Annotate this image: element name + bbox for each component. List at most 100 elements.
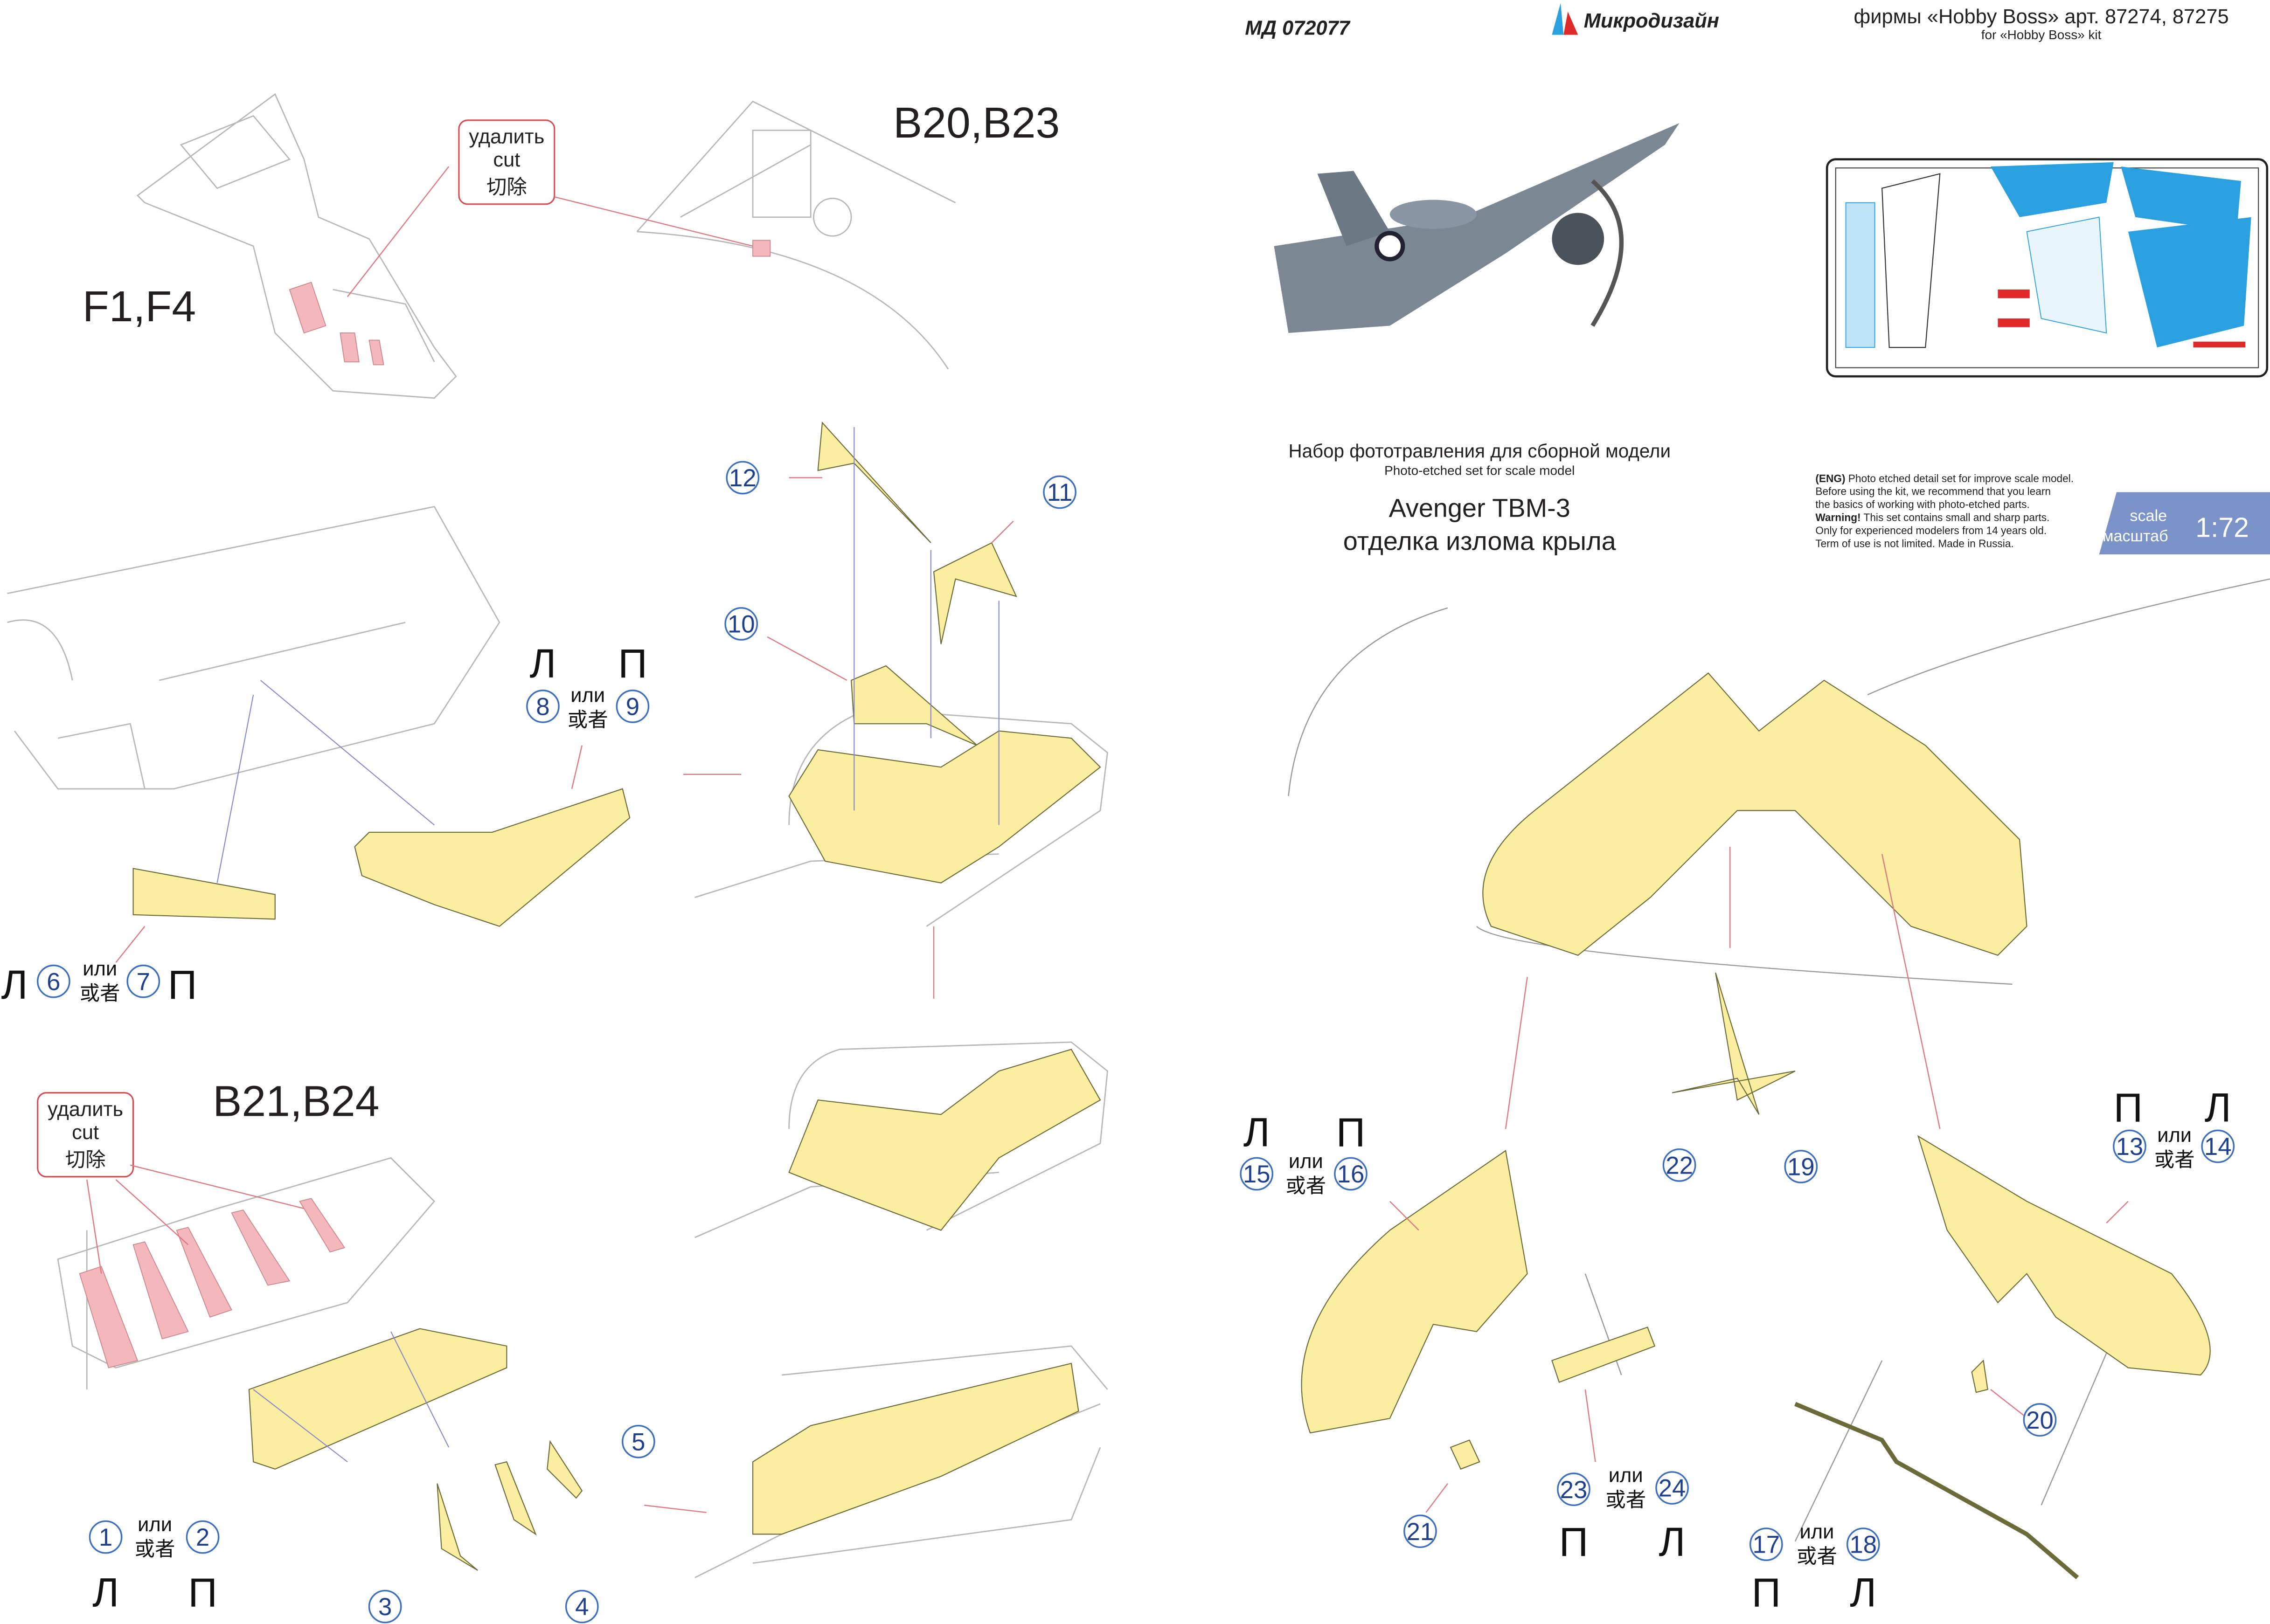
- svg-text:(ENG) Photo etched detail set: (ENG) Photo etched detail set for improv…: [1815, 472, 2074, 484]
- callout-circle: [1662, 1148, 1696, 1182]
- callout-number: 12: [729, 464, 757, 492]
- cut-label-box: удалить cut 切除: [458, 119, 555, 205]
- notice-eng-tag: (ENG): [1815, 472, 1845, 484]
- svg-text:Warning! This set contains sma: Warning! This set contains small and sha…: [1815, 511, 2049, 524]
- part-15-16: [1301, 1149, 1528, 1434]
- callout-number: 5: [632, 1428, 645, 1456]
- side-letter-right: П: [2114, 1085, 2143, 1131]
- side-letter-left: Л: [92, 1570, 119, 1616]
- cut-label-zh: 切除: [486, 176, 527, 199]
- cut-areas-b21: [79, 1198, 346, 1368]
- or-label-zh: 或者: [80, 982, 120, 1005]
- callout-circle: [126, 964, 160, 998]
- callout-circle: [1749, 1527, 1783, 1561]
- callout-circle: [1334, 1157, 1368, 1191]
- callout-part-1: 1: [89, 1520, 123, 1554]
- or-label-ru: или: [1800, 1521, 1834, 1543]
- side-letter-right: П: [1752, 1570, 1781, 1616]
- scale-badge: scale масштаб 1:72: [2099, 492, 2270, 554]
- or-label-ru: или: [138, 1513, 172, 1536]
- callout-number: 10: [728, 611, 755, 638]
- logo-sail-red-icon: [1563, 12, 1578, 35]
- callout-number: 17: [1752, 1531, 1780, 1559]
- callout-part-4: 4: [565, 1589, 599, 1624]
- or-label-ru: или: [83, 958, 117, 980]
- or-label-ru: или: [2157, 1124, 2192, 1147]
- scale-value: 1:72: [2195, 513, 2249, 543]
- callout-number: 9: [626, 693, 639, 721]
- callout-part-19: 19: [1784, 1150, 1818, 1183]
- part-5: [547, 1440, 583, 1499]
- or-label-ru: или: [570, 684, 605, 707]
- callout-part-15: 15: [1240, 1157, 1274, 1191]
- callout-circle: [1846, 1527, 1880, 1561]
- callout-number: 18: [1849, 1531, 1877, 1559]
- callout-number: 14: [2204, 1133, 2232, 1161]
- callout-part-20: 20: [2023, 1403, 2057, 1437]
- callout-part-16: 16: [1334, 1157, 1368, 1191]
- kit-reference-ru: фирмы «Hobby Boss» арт. 87274, 87275: [1853, 6, 2228, 28]
- callout-part-8: 8: [526, 690, 560, 723]
- callout-part-3: 3: [368, 1589, 402, 1624]
- callout-part-13: 13: [2113, 1129, 2146, 1163]
- callout-circle: [2113, 1129, 2146, 1163]
- callout-circle: [2201, 1129, 2235, 1163]
- callout-number: 20: [2026, 1407, 2054, 1434]
- callout-number: 4: [575, 1593, 589, 1621]
- callout-part-12: 12: [726, 461, 760, 495]
- callout-number: 23: [1560, 1476, 1588, 1504]
- cut-area: [289, 282, 326, 334]
- callout-circle: [89, 1520, 123, 1554]
- part-19-22: [1672, 972, 1796, 1115]
- callout-circle: [526, 690, 560, 723]
- side-letter-left: Л: [1243, 1110, 1270, 1155]
- notice-line: This set contains small and sharp parts.: [1861, 511, 2050, 524]
- callout-circle: [724, 607, 758, 641]
- callout-part-24: 24: [1655, 1471, 1689, 1505]
- cut-label-en: cut: [493, 149, 520, 171]
- callout-circle: [36, 964, 70, 998]
- set-title-ru: Набор фототравления для сборной модели: [1288, 440, 1671, 462]
- side-letter-right: П: [168, 962, 197, 1008]
- callout-part-2: 2: [186, 1520, 220, 1554]
- callout-circle: [1784, 1150, 1818, 1183]
- callout-number: 11: [1047, 479, 1073, 506]
- or-label-zh: 或者: [1797, 1545, 1837, 1568]
- callout-number: 8: [536, 693, 549, 721]
- side-letter-left: Л: [2205, 1085, 2231, 1131]
- callout-part-22: 22: [1662, 1148, 1696, 1182]
- callout-number: 6: [47, 968, 60, 995]
- callout-part-5: 5: [621, 1424, 655, 1458]
- brand-logo: Микродизайн: [1552, 3, 1719, 35]
- callout-number: 2: [196, 1524, 209, 1551]
- callout-part-18: 18: [1846, 1527, 1880, 1561]
- callout-part-14: 14: [2201, 1129, 2235, 1163]
- callout-number: 13: [2116, 1133, 2144, 1161]
- logo-sail-blue-icon: [1552, 3, 1564, 35]
- part-23-24: [1551, 1327, 1656, 1383]
- callout-circle: [368, 1589, 402, 1624]
- kit-reference-en: for «Hobby Boss» kit: [1981, 28, 2102, 42]
- cut-label-box: удалить cut 切除: [37, 1092, 134, 1178]
- side-letter-left: Л: [1850, 1570, 1876, 1616]
- notice-warning-tag: Warning!: [1815, 511, 1860, 524]
- aircraft-photo: [1274, 123, 1680, 333]
- side-letter-right: П: [188, 1570, 217, 1616]
- callout-part-17: 17: [1749, 1527, 1783, 1561]
- assembly-arrows: [86, 166, 2129, 1513]
- assembly-wing-fold: [1482, 672, 2027, 956]
- assembly-b20-done: [788, 1049, 1101, 1231]
- callout-number: 24: [1659, 1475, 1686, 1502]
- callout-number: 1: [99, 1524, 112, 1551]
- cut-label-en: cut: [72, 1121, 99, 1144]
- callout-circle: [1240, 1157, 1274, 1191]
- callout-circle: [186, 1520, 220, 1554]
